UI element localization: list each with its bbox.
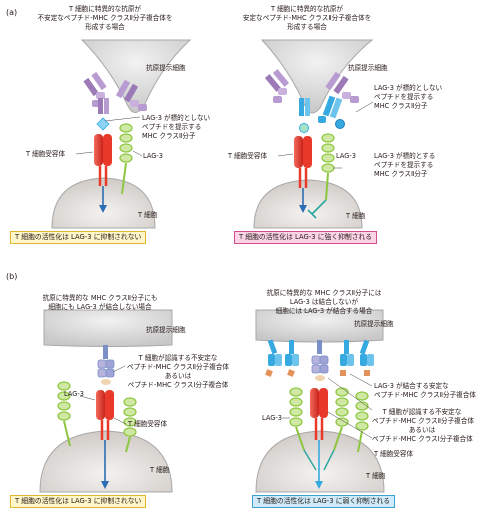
mhc-purple-icon [325, 71, 359, 103]
lag3-icon [289, 387, 305, 451]
apc-label: 抗原提示細胞 [146, 326, 186, 334]
stable-note: LAG-3 が結合する安定なペプチド-MHC クラスⅡ分子複合体 [374, 382, 476, 399]
mhc-blue-icon [340, 340, 354, 376]
signal-arrow-icon [101, 481, 109, 489]
complex-note: T 細胞が認識する不安定なペプチド-MHC クラスⅡ分子複合体あるいはペプチド-… [127, 354, 229, 389]
mhc-blue-icon [359, 339, 374, 376]
mhc-blue-icon [299, 98, 310, 133]
tcr-icon [94, 134, 112, 186]
t-cell-label: T 細胞 [150, 466, 170, 474]
tcr-icon [294, 136, 312, 188]
t-cell-membrane [253, 179, 363, 229]
signal-arrow-icon [315, 481, 323, 489]
lag3-label: LAG-3 [143, 152, 163, 160]
result-box-a-left: T 細胞の活性化は LAG-3 に抑制されない [10, 231, 147, 244]
t-cell-membrane [255, 430, 385, 493]
t-cell-membrane [39, 430, 173, 493]
apc-label: 抗原提示細胞 [146, 64, 186, 72]
inhibition-line [303, 449, 335, 471]
caption-b-left: 抗原に特異的な MHC クラスⅡ分子にも細胞にも LAG-3 が結合しない場合 [42, 294, 158, 311]
tcr-label: T 細胞受容体 [228, 152, 268, 160]
apc-label: 抗原提示細胞 [348, 64, 388, 72]
panel-b-left [39, 309, 173, 493]
panel-a-left [51, 39, 192, 229]
t-cell-label: T 細胞 [366, 472, 386, 480]
t-cell-label: T 細胞 [138, 211, 158, 219]
signal-arrow-icon [299, 205, 307, 213]
tcr-label: T 細胞受容体 [374, 450, 414, 458]
lag3-icon [123, 397, 137, 453]
apc-label: 抗原提示細胞 [354, 320, 394, 328]
lag3-icon [355, 391, 369, 453]
signal-arrow-icon [99, 205, 107, 213]
lag3-label: LAG-3 [336, 152, 356, 160]
mhc-icon [97, 345, 115, 385]
mhc-purple-icon [83, 71, 107, 107]
t-cell-label: T 細胞 [346, 212, 366, 220]
mhc-blue-icon [265, 339, 282, 377]
lag3-icon [333, 387, 349, 451]
tcr-icon [310, 388, 328, 440]
mhc-purple-icon [115, 79, 147, 111]
lag3-icon [119, 123, 133, 195]
apc-membrane [43, 309, 173, 347]
tcr-label: T 細胞受容体 [128, 420, 168, 428]
mhc-purple-icon [96, 98, 110, 131]
mhc-blue-icon [285, 340, 299, 377]
inhibition-line [311, 199, 327, 215]
complex-note: T 細胞が認識する不安定なペプチド-MHC クラスⅡ分子複合体あるいはペプチド-… [372, 408, 474, 443]
panel-a-right [253, 39, 374, 229]
panel-label-b: (b) [6, 272, 18, 281]
mhc-icon [311, 340, 329, 381]
result-box-b-left: T 細胞の活性化は LAG-3 に抑制されない [10, 495, 147, 508]
lag3-label: LAG-3 [262, 414, 282, 422]
result-box-a-right: T 細胞の活性化は LAG-3 に強く抑制される [234, 231, 378, 244]
mhc-blue-icon [318, 95, 345, 129]
apc-membrane [260, 39, 374, 114]
mhc-purple-icon [264, 69, 290, 103]
caption-a-right: T 細胞に特異的な抗原が安定なペプチド-MHC クラスⅡ分子複合体を形成する場合 [242, 5, 372, 31]
panel-b-right [255, 309, 385, 493]
tcr-label: T 細胞受容体 [26, 150, 66, 158]
lag3-label: LAG-3 [64, 390, 84, 398]
lag3-icon [57, 381, 71, 447]
apc-membrane [255, 309, 384, 343]
tcr-icon [96, 390, 114, 440]
result-box-b-right: T 細胞の活性化は LAG-3 に弱く抑制される [252, 495, 396, 508]
apc-membrane [80, 39, 192, 113]
panel-label-a: (a) [6, 8, 18, 17]
caption-a-left: T 細胞に特異的な抗原が不安定なペプチド-MHC クラスⅡ分子複合体を形成する場… [37, 5, 173, 31]
